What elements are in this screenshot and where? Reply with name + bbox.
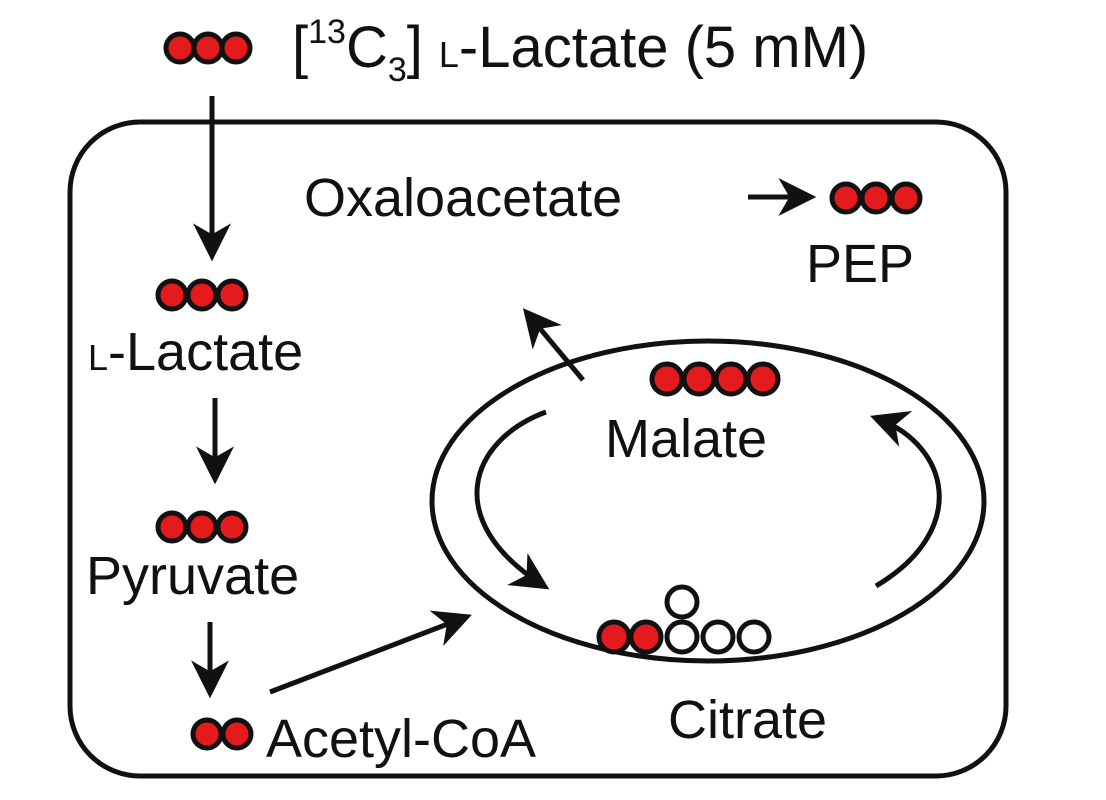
labeled-carbon-atom [859,181,893,215]
arrow-cycle-to-oxaloacetate [522,308,585,382]
pep-atoms [829,181,923,215]
labeled-carbon-atom [681,361,717,397]
citrate-atoms [596,584,772,655]
labeled-carbon-atom [185,278,219,312]
malate-atoms [649,361,781,397]
pyruvate-atoms [155,510,249,544]
labeled-carbon-atom [190,717,224,751]
pyruvate-label: Pyruvate [86,546,299,606]
cell-boundary [67,119,1009,779]
labeled-carbon-atom [185,510,219,544]
acetylcoa-label: Acetyl-CoA [266,709,536,769]
labeled-carbon-atom [155,278,189,312]
lactate-label: L-Lactate [88,322,303,382]
arrow-cycle-right [870,411,942,589]
labeled-carbon-atom [215,510,249,544]
labeled-carbon-atom [649,361,685,397]
citrate-label: Citrate [668,690,827,750]
acetylcoa-atoms [190,717,254,751]
arrow-acetylcoa-to-cycle [269,610,472,695]
labeled-carbon-atom [829,181,863,215]
labeled-carbon-atom [220,717,254,751]
arrow-cycle-left [474,409,550,590]
labeled-carbon-atom [155,510,189,544]
labeled-carbon-atom [219,31,253,65]
labeled-carbon-atom [713,361,749,397]
malate-label: Malate [605,409,767,469]
labeled-carbon-atom [889,181,923,215]
tca-cycle-ellipse [429,338,987,664]
tracer-label: [13C3]L-Lactate (5 mM) [292,13,868,89]
labeled-carbon-atom [215,278,249,312]
pep-label: PEP [806,234,914,294]
labeled-carbon-atom [163,31,197,65]
lactate-atoms [155,278,249,312]
tracer-atoms [163,31,253,65]
labeled-carbon-atom [191,31,225,65]
labeled-carbon-atom [745,361,781,397]
oxaloacetate-label: Oxaloacetate [304,168,622,228]
